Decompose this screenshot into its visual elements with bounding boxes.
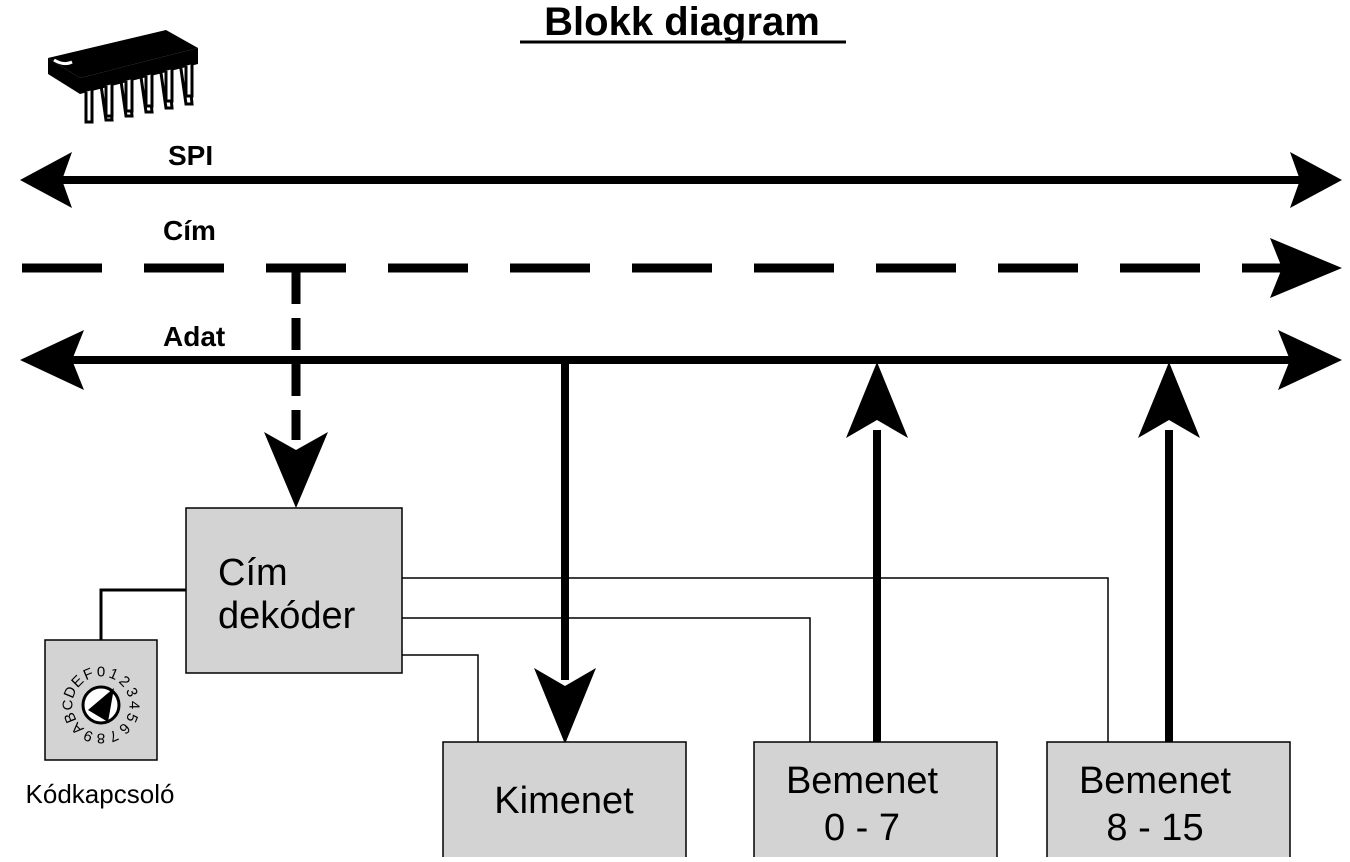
select-line-bemenet2 xyxy=(402,577,1109,742)
select-line-bemenet1 xyxy=(402,617,811,742)
data-bus xyxy=(20,330,1342,390)
data-left-arrowhead xyxy=(20,330,84,390)
address-decoder-block: Cím dekóder xyxy=(185,507,403,674)
address-bus-label: Cím xyxy=(163,215,216,246)
code-switch-label: Kódkapcsoló xyxy=(26,779,175,809)
spi-bus-label: SPI xyxy=(168,140,213,171)
bemenet-8-15-block: Bemenet 8 - 15 xyxy=(1046,741,1291,862)
address-right-arrowhead xyxy=(1270,238,1342,298)
ic-chip-icon xyxy=(48,30,198,124)
decoder-label-line2: dekóder xyxy=(218,595,356,637)
bemenet2-to-data-arrow xyxy=(1138,362,1200,742)
address-to-decoder-arrow xyxy=(264,272,328,508)
dial-digit: C xyxy=(60,699,77,710)
dial-pointer xyxy=(88,688,114,722)
spi-right-arrowhead xyxy=(1290,152,1342,208)
data-right-arrowhead xyxy=(1278,330,1342,390)
data-to-kimenet-arrow xyxy=(534,362,596,744)
dial-digit: 8 xyxy=(97,730,105,747)
bemenet1-label-line2: 0 - 7 xyxy=(824,807,900,849)
dial-digit: 0 xyxy=(97,664,105,681)
spi-bus xyxy=(20,152,1342,208)
kimenet-block: Kimenet xyxy=(442,741,687,862)
bemenet1-label-line1: Bemenet xyxy=(786,760,939,802)
switch-to-decoder-line xyxy=(99,588,186,640)
bemenet2-label-line2: 8 - 15 xyxy=(1106,807,1203,849)
bemenet2-label-line1: Bemenet xyxy=(1079,760,1232,802)
data-bus-label: Adat xyxy=(163,321,225,352)
select-line-kimenet xyxy=(402,654,479,742)
bemenet-0-7-block: Bemenet 0 - 7 xyxy=(753,741,998,862)
decoder-label-line1: Cím xyxy=(218,552,288,594)
dial-digit: 4 xyxy=(126,701,143,709)
diagram-title: Blokk diagram xyxy=(544,0,820,44)
bemenet1-to-data-arrow xyxy=(846,362,908,742)
kimenet-label: Kimenet xyxy=(494,780,634,822)
address-bus xyxy=(22,238,1342,298)
decoder-select-lines xyxy=(402,577,1109,742)
spi-left-arrowhead xyxy=(20,152,72,208)
